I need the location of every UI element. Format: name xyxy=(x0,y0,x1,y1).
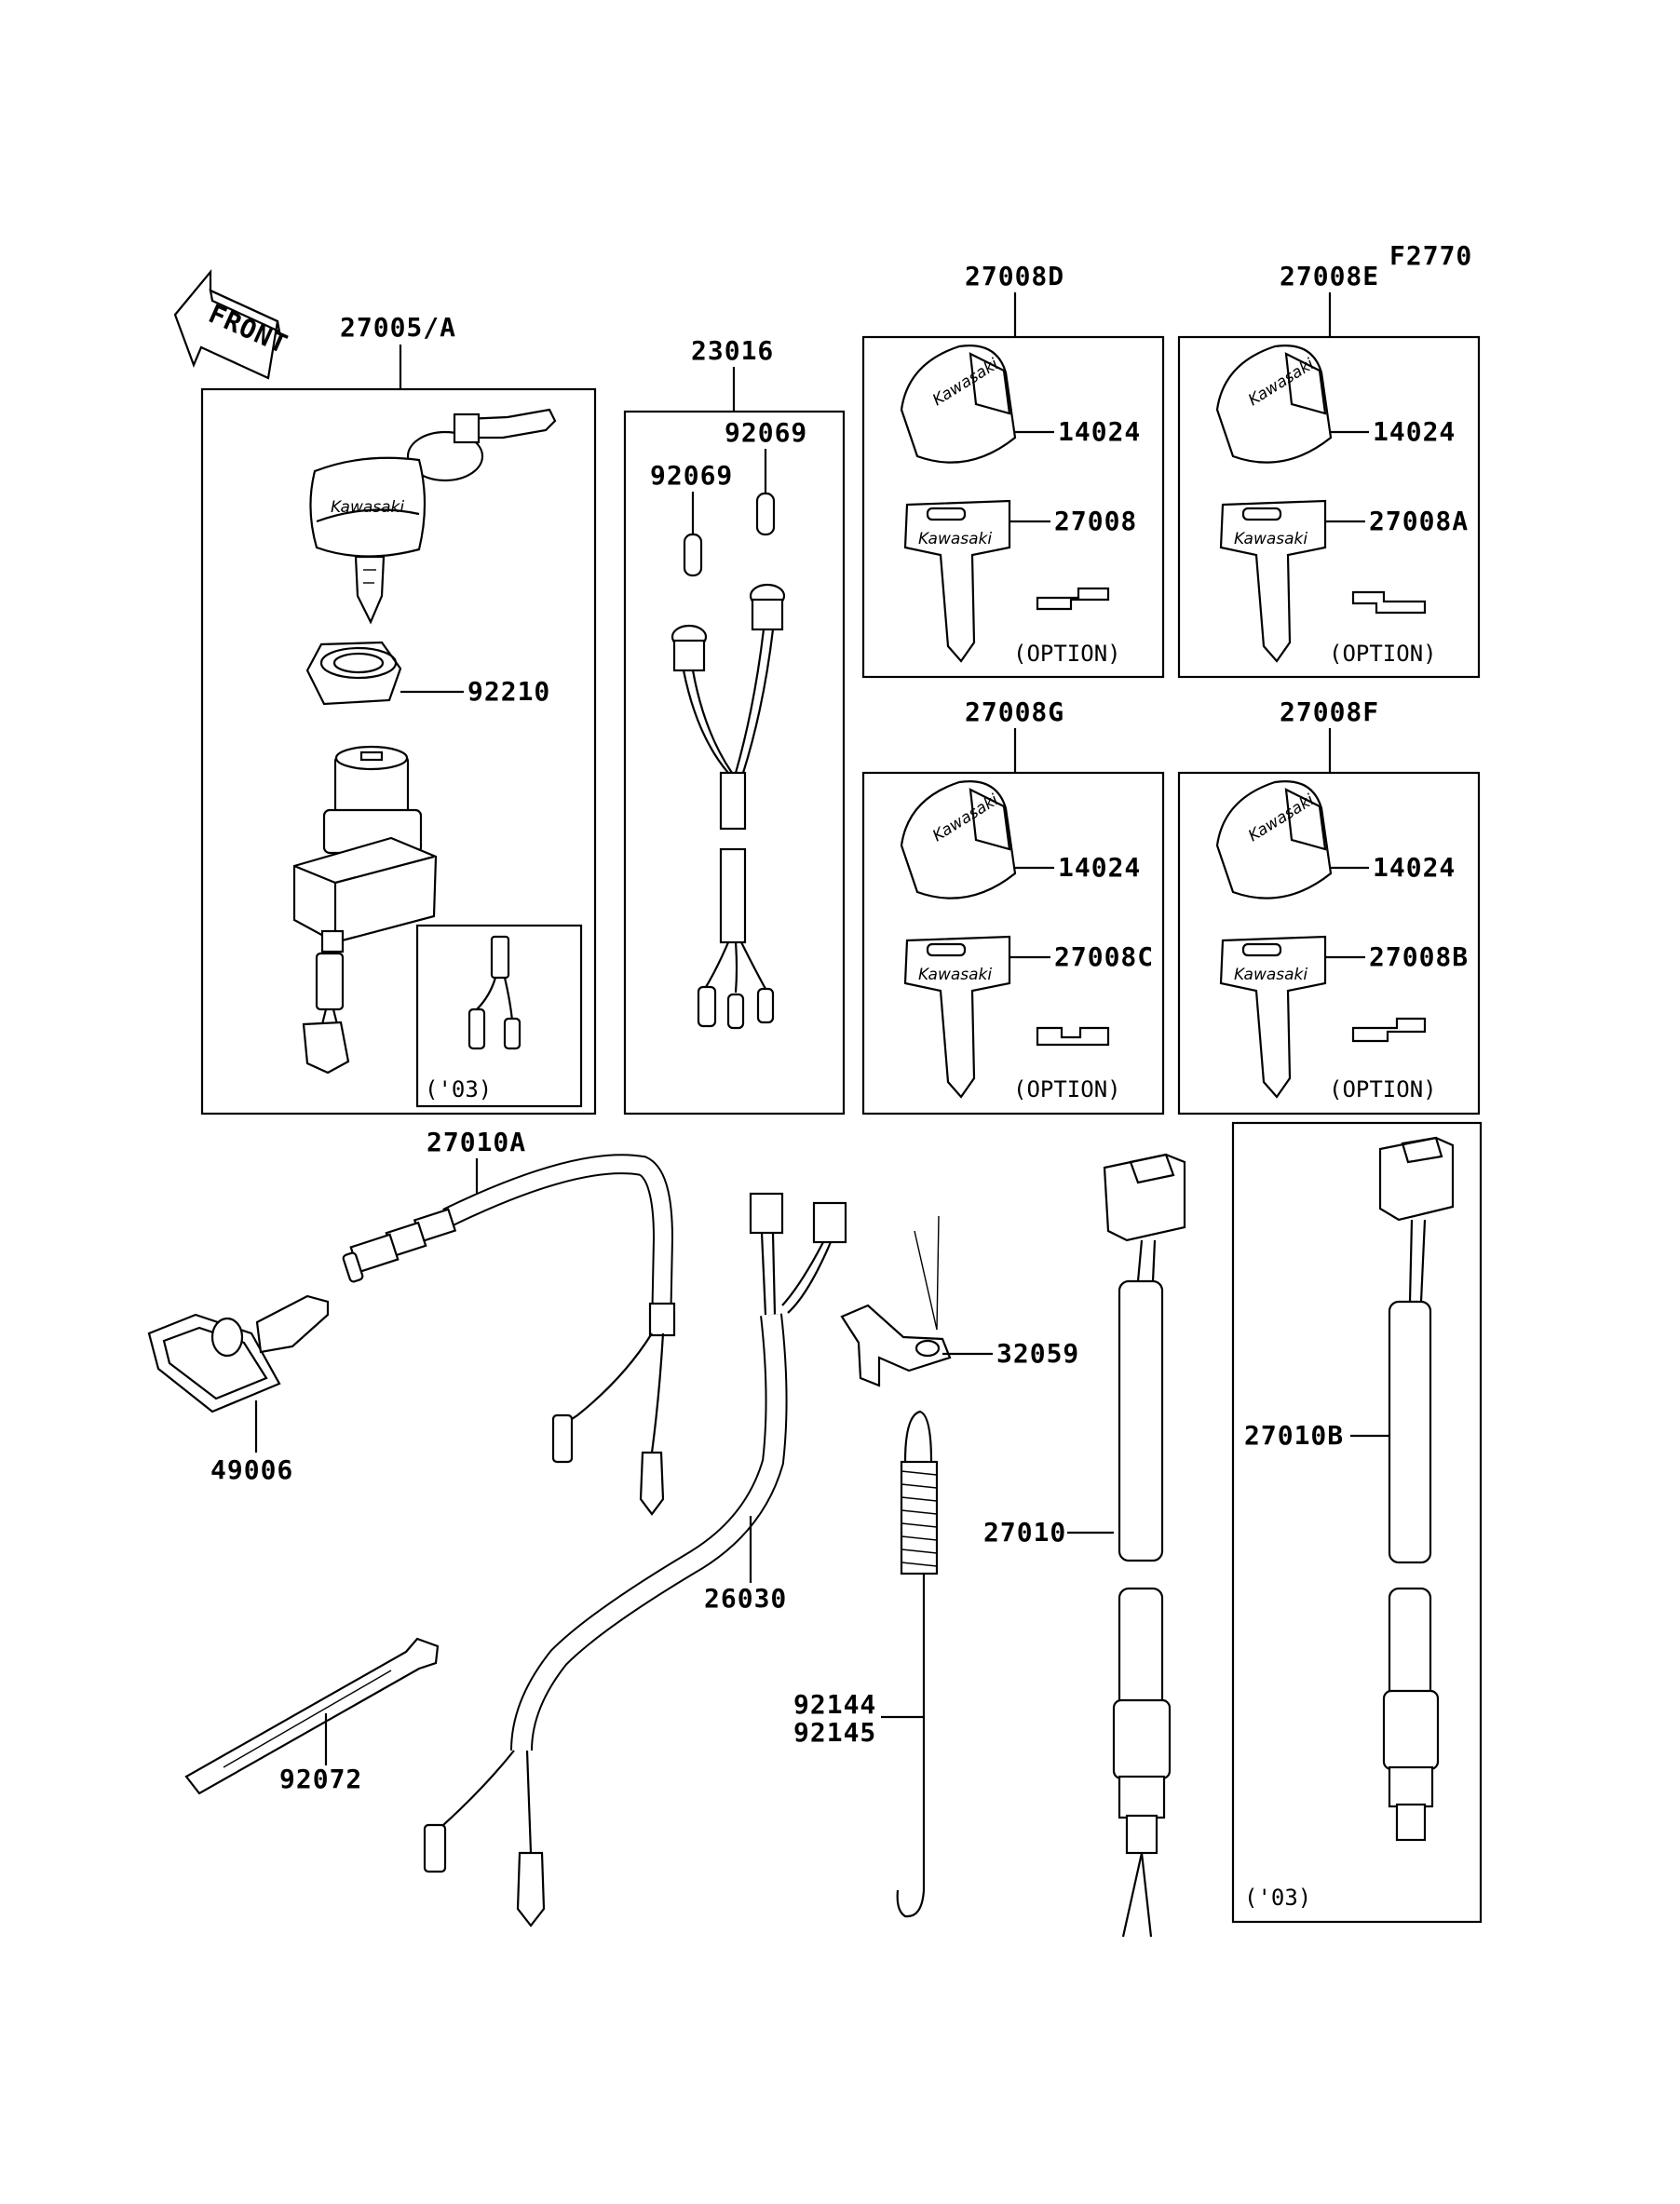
label-92210: 92210 xyxy=(467,676,550,707)
clamp-32059-icon xyxy=(840,1215,952,1387)
ignition-key-icon: Kawasaki xyxy=(309,408,557,625)
harness-23016-box xyxy=(623,410,846,1116)
key-cap-27008g-icon: Kawasaki xyxy=(900,780,1017,899)
key-profile-icon xyxy=(1351,1017,1427,1043)
key-blank-27008c-icon: Kawasaki xyxy=(903,935,1011,1099)
rear-brake-switch-27010-icon xyxy=(1103,1153,1186,1938)
svg-text:Kawasaki: Kawasaki xyxy=(918,530,992,548)
cap-92069-b-icon xyxy=(683,533,703,577)
spring-92144-icon xyxy=(896,1410,939,1918)
label-27008a: 27008A xyxy=(1369,506,1469,536)
label-49006: 49006 xyxy=(210,1454,293,1485)
label-23016: 23016 xyxy=(691,335,774,366)
label-32059: 32059 xyxy=(996,1338,1079,1369)
key-set-27008d: 27008D Kawasaki 14024 Kawasaki 27008 (OP… xyxy=(861,261,1165,679)
svg-text:Kawasaki: Kawasaki xyxy=(1234,966,1307,984)
brake-switch-27010b-box xyxy=(1231,1121,1483,1924)
nut-icon xyxy=(305,641,402,706)
label-14024-e: 14024 xyxy=(1373,416,1456,447)
label-27008c: 27008C xyxy=(1054,941,1154,972)
option-27008g: (OPTION) xyxy=(1013,1076,1121,1102)
key-set-27008d-box xyxy=(861,335,1165,679)
key-blank-27008a-icon: Kawasaki xyxy=(1219,499,1327,663)
key-set-27008f: 27008F Kawasaki 14024 Kawasaki 27008B (O… xyxy=(1177,696,1481,1116)
cap-92069-a-icon xyxy=(755,492,776,536)
label-92072: 92072 xyxy=(279,1764,362,1794)
label-27008f: 27008F xyxy=(1280,696,1379,727)
key-cap-27008d-icon: Kawasaki xyxy=(900,345,1017,464)
ignition-03-connector-icon xyxy=(467,935,522,1050)
brake-switch-03-note: ('03) xyxy=(1244,1885,1311,1911)
label-26030: 26030 xyxy=(704,1583,787,1614)
svg-text:Kawasaki: Kawasaki xyxy=(918,966,992,984)
key-blank-27008-icon: Kawasaki xyxy=(903,499,1011,663)
label-14024-g: 14024 xyxy=(1058,852,1141,883)
ignition-03-note: ('03) xyxy=(425,1076,492,1102)
ignition-switch-box xyxy=(200,387,597,1116)
key-blank-27008b-icon: Kawasaki xyxy=(1219,935,1327,1099)
svg-text:Kawasaki: Kawasaki xyxy=(1234,530,1307,548)
key-profile-icon xyxy=(1036,1026,1110,1047)
ignition-03-inset xyxy=(415,924,583,1108)
label-92069-b: 92069 xyxy=(650,460,733,491)
label-27008d: 27008D xyxy=(965,261,1064,291)
key-set-27008e: 27008E Kawasaki 14024 Kawasaki 27008A (O… xyxy=(1177,261,1481,679)
band-92072-icon xyxy=(184,1637,440,1795)
key-cap-27008f-icon: Kawasaki xyxy=(1215,780,1333,899)
label-14024-d: 14024 xyxy=(1058,416,1141,447)
option-27008e: (OPTION) xyxy=(1329,641,1437,667)
figure-code: F2770 xyxy=(1389,240,1472,271)
label-27005a: 27005/A xyxy=(340,312,456,343)
harness-23016-icon xyxy=(671,583,786,1030)
ignition-switch-body-icon xyxy=(292,745,438,1075)
key-set-27008f-box xyxy=(1177,771,1481,1116)
label-27010b: 27010B xyxy=(1244,1420,1344,1451)
key-profile-icon xyxy=(1036,587,1110,611)
label-27010: 27010 xyxy=(983,1517,1066,1548)
rear-brake-switch-27010b-icon xyxy=(1378,1136,1455,1842)
label-92144: 92144 xyxy=(793,1689,876,1720)
label-92069-a: 92069 xyxy=(725,417,807,448)
front-brake-switch-27010a-icon xyxy=(342,1154,676,1516)
key-set-27008e-box xyxy=(1177,335,1481,679)
ignition-key-brand: Kawasaki xyxy=(331,498,404,517)
option-27008f: (OPTION) xyxy=(1329,1076,1437,1102)
key-set-27008g-box xyxy=(861,771,1165,1116)
option-27008d: (OPTION) xyxy=(1013,641,1121,667)
key-set-27008g: 27008G Kawasaki 14024 Kawasaki 27008C (O… xyxy=(861,696,1165,1116)
key-cap-27008e-icon: Kawasaki xyxy=(1215,345,1333,464)
label-27008e: 27008E xyxy=(1280,261,1379,291)
harness-26030-icon xyxy=(423,1192,847,1927)
front-arrow-icon: FRONT xyxy=(173,268,292,380)
label-27008: 27008 xyxy=(1054,506,1137,536)
label-92145: 92145 xyxy=(793,1717,876,1748)
switch-cap-49006-icon xyxy=(147,1294,330,1413)
label-14024-f: 14024 xyxy=(1373,852,1456,883)
key-profile-icon xyxy=(1351,590,1427,615)
label-27010a: 27010A xyxy=(427,1127,526,1157)
label-27008b: 27008B xyxy=(1369,941,1469,972)
label-27008g: 27008G xyxy=(965,696,1064,727)
